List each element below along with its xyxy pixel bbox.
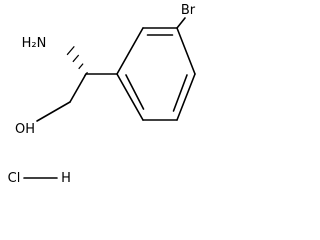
benzene-ring (116, 27, 196, 121)
hydroxyl-label: OH (15, 122, 35, 137)
bond-ring-br (176, 17, 186, 29)
amine-label: H₂N (22, 36, 47, 51)
bond-chiral-ch2 (69, 73, 87, 103)
chloride-label: Cl (8, 171, 21, 186)
hashed-wedge-bond (66, 46, 88, 77)
bromine-label: Br (181, 3, 196, 18)
hydrogen-label: H (61, 171, 71, 186)
chemical-structure-diagram: H₂N Br OH Cl H (8, 3, 196, 186)
bond-ch2-oh (36, 101, 71, 122)
